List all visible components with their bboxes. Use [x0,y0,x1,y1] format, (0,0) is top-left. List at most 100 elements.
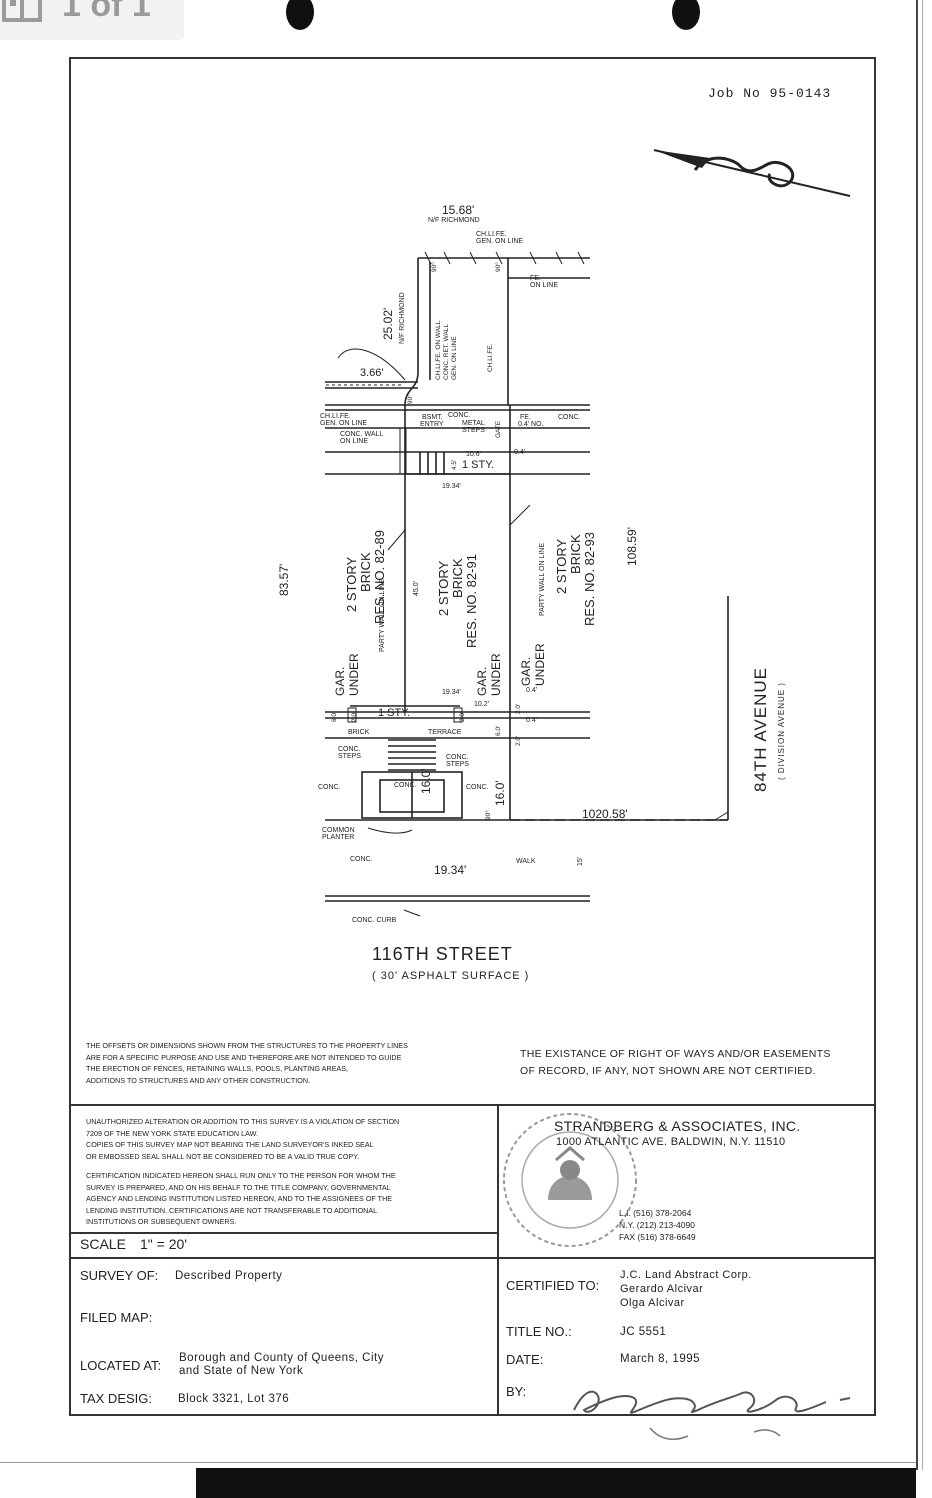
plan-bldg-left-1: 2 STORY [344,557,359,612]
survey-of-value: Described Property [175,1270,283,1282]
plan-gar-3: GAR. [519,657,533,686]
located-at-label: LOCATED AT: [80,1358,162,1373]
plan-fe-04-b: 0.4' NO. [518,421,544,428]
plan-gar-1: GAR. [333,667,347,696]
scan-edge [916,0,918,1470]
scale-label: SCALE [80,1236,126,1252]
plan-top-dim: 15.68' [442,203,474,217]
note-line: OR EMBOSSED SEAL SHALL NOT BE CONSIDERED… [86,1151,360,1161]
note-line: UNAUTHORIZED ALTERATION OR ADDITION TO T… [86,1117,400,1126]
note-line: INSTITUTIONS OR SUBSEQUENT OWNERS. [86,1217,237,1226]
plan-side-owner: N/F RICHMOND [399,292,406,344]
plan-dim-20-b: 2.0' [459,712,466,722]
plan-conc-r: CONC. [466,784,489,791]
plan-dim-102058: 1020.58' [582,807,628,821]
book-icon [2,0,42,22]
plan-metal: METAL [462,420,485,427]
plan-conc-steps-1: CONC. [338,746,361,753]
plan-fe-2: ON LINE [530,282,558,289]
plan-side-dim: 25.02' [381,308,395,340]
note-line: ARE FOR A SPECIFIC PURPOSE AND USE AND T… [86,1052,402,1062]
plan-conc-steps-1b: STEPS [338,753,361,760]
certified-to-line: Olga Alcivar [620,1297,685,1309]
plan-bldg-mid-2: BRICK [450,558,465,598]
street-surface: ( 30' ASPHALT SURFACE ) [372,970,529,982]
firm-fax: FAX (516) 378-6649 [619,1232,696,1242]
certified-to-values: J.C. Land Abstract Corp. Gerardo Alcivar… [620,1268,752,1310]
fields-top-rule [70,1257,875,1259]
plan-dim-160-a: 16.0' [419,768,433,794]
certified-to-line: Gerardo Alcivar [620,1283,704,1295]
property-plan: 15.68' N/F RICHMOND CH.LI.FE. GEN. ON LI… [277,203,786,982]
scale-value: 1" = 20' [140,1236,187,1252]
plan-dim-04-c: 0.4' [526,717,537,724]
date-value: March 8, 1995 [620,1353,701,1365]
punch-hole-right [672,0,700,30]
plan-brick: BRICK [348,729,370,736]
note-line: ADDITIONS TO STRUCTURES AND ANY OTHER CO… [86,1075,311,1085]
plan-bldg-mid-1: 2 STORY [436,561,451,616]
state-seal-icon [503,1113,637,1247]
plan-dim-45: 4.5' [451,460,458,470]
plan-under-2: UNDER [489,653,503,696]
plan-fe-1: FE. [530,275,541,282]
plan-dim-20-a: 2.0' [351,712,358,722]
certified-to-line: J.C. Land Abstract Corp. [620,1269,752,1281]
note-line: THE ERECTION OF FENCES, RETAINING WALLS,… [86,1064,348,1073]
plan-dim-366: 3.66' [360,367,384,379]
plan-fence-right: CH.LI.FE. [487,343,494,372]
plan-conc-walk: CONC. [350,856,373,863]
plan-conc-steps-2b: STEPS [446,761,469,768]
plan-party-wall-a: PARTY WALL ON LINE [379,579,386,652]
note-line: LENDING INSTITUTION. CERTIFICATIONS ARE … [86,1205,378,1215]
title-block-top-rule [70,1104,875,1106]
plan-bldg-right-1: 2 STORY [554,539,569,594]
plan-dim-450: 45.0' [413,581,420,596]
plan-conc-wall: CONC. WALL [340,431,383,438]
scale-top-rule [70,1232,498,1234]
plan-steps: STEPS [462,427,485,434]
title-block-divider [497,1104,499,1416]
title-no-label: TITLE NO.: [506,1324,572,1339]
plan-bldg-mid-3: RES. NO. 82-91 [464,554,479,648]
plan-bsmt: BSMT. [422,414,443,421]
plan-chlife-left: CH.LI.FE. [320,413,351,420]
plan-dim-8357: 83.57' [277,564,291,596]
located-at-value: Borough and County of Queens, City and S… [179,1352,384,1378]
by-label: BY: [506,1384,527,1399]
certified-to-label: CERTIFIED TO: [506,1278,600,1293]
plan-dim-60-a: 6.0' [331,712,338,722]
plan-fence-top2: GEN. ON LINE [476,238,523,245]
note-offsets: THE OFFSETS OR DIMENSIONS SHOWN FROM THE… [86,1040,408,1086]
plan-one-sty-bottom: 1 STY. [378,707,410,719]
plan-top-owner: N/F RICHMOND [428,217,480,224]
note-line: 7209 OF THE NEW YORK STATE EDUCATION LAW… [86,1128,258,1138]
job-number: Job No 95-0143 [708,86,832,101]
plan-dim-15: 15' [577,857,584,866]
scan-bottom-line [0,1462,916,1463]
plan-bldg-right-3: RES. NO. 82-93 [582,532,597,626]
firm-address: 1000 ATLANTIC AVE. BALDWIN, N.Y. 11510 [556,1136,786,1148]
note-line: THE EXISTANCE OF RIGHT OF WAYS AND/OR EA… [520,1048,831,1060]
note-line: THE OFFSETS OR DIMENSIONS SHOWN FROM THE… [86,1041,408,1050]
plan-under-3: UNDER [533,643,547,686]
plan-angle-b: 90° [494,262,502,272]
note-line: AGENCY AND LENDING INSTITUTION LISTED HE… [86,1194,393,1203]
avenue-alt-name: ( DIVISION AVENUE ) [777,682,786,780]
plan-gen-on-line: GEN. ON LINE [320,420,367,427]
note-line: COPIES OF THIS SURVEY MAP NOT BEARING TH… [86,1140,374,1149]
plan-rear-wall-1: CH.LI.FE. ON WALL [435,320,442,380]
located-at-line-2: and State of New York [179,1365,304,1377]
plan-rear-wall-2: CONC. RET. WALL [443,324,450,380]
plan-conc-steps-2: CONC. [446,754,469,761]
plan-dim-102: 10.2' [474,701,489,708]
note-line: OF RECORD, IF ANY, NOT SHOWN ARE NOT CER… [520,1065,816,1077]
plan-entry: ENTRY [420,421,444,428]
firm-phones: L.I. (516) 378-2064 N.Y. (212) 213-4090 … [619,1207,696,1243]
plan-dim-160-b: 16.0' [493,780,507,806]
firm-phone-ny: N.Y. (212) 213-4090 [619,1220,695,1230]
plan-dim-04-b: 0.4' [526,687,537,694]
plan-conc-right: CONC. [558,414,581,421]
plan-dim-1934-a: 19.34' [442,483,461,490]
plan-fence-top: CH.LI.FE. [476,231,507,238]
